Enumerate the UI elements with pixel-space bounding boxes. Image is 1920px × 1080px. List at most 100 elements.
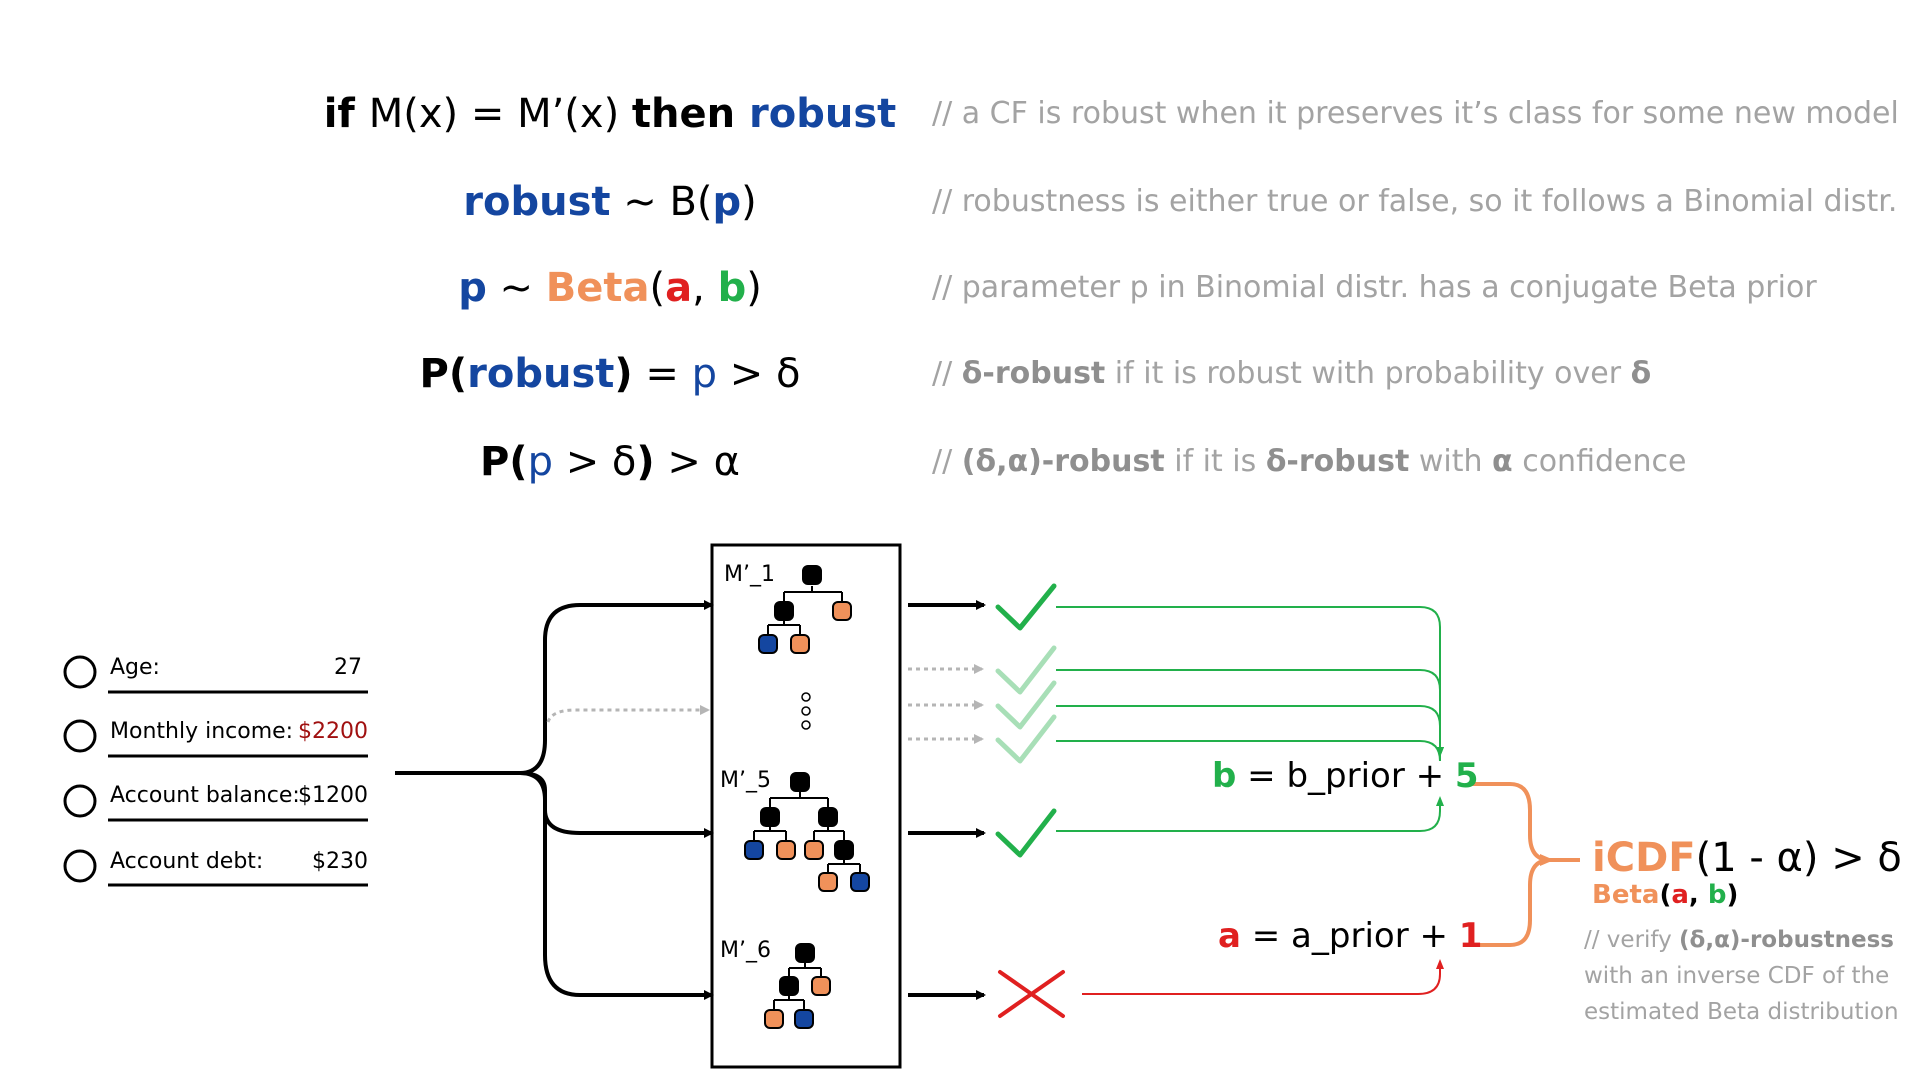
update-b-rest: = b_prior + — [1236, 756, 1455, 796]
note-part: (δ,α)-robustness — [1679, 927, 1894, 953]
equation-part: P( — [419, 351, 468, 397]
feature-radios — [63, 655, 368, 887]
radio-circle-income[interactable] — [63, 719, 97, 753]
icdf-expression: iCDF(1 - α) > δ — [1592, 834, 1902, 882]
icdf-name: iCDF — [1592, 835, 1696, 881]
equation-part: p — [527, 439, 553, 485]
input-branch-arrows — [395, 600, 714, 1000]
equation-part: then — [631, 91, 750, 137]
equation-comment-2: // robustness is either true or false, s… — [932, 182, 1897, 222]
equation-part: Beta — [545, 265, 650, 311]
update-a-equation: a = a_prior + 1 — [1218, 916, 1482, 956]
feature-label-age: Age: — [110, 655, 160, 680]
model-label-5: M’_5 — [720, 768, 771, 793]
icdf-subscript: Beta(a, b) — [1592, 880, 1738, 910]
orange-merge-brace — [1470, 782, 1580, 947]
radio-circle-debt[interactable] — [63, 849, 97, 883]
icdf-sub-comma: , — [1688, 880, 1708, 910]
equation-part: b — [717, 265, 747, 311]
equation-row-2: robust ~ B(p) — [290, 178, 930, 226]
tree-model-6 — [764, 943, 831, 1029]
equation-row-5: P(p > δ) > α — [290, 438, 930, 486]
check-mark-icon-faded — [995, 714, 1057, 764]
radio-circle-balance[interactable] — [63, 784, 97, 818]
model-ellipsis — [801, 692, 811, 730]
feature-label-balance: Account balance: — [110, 783, 300, 808]
equation-part: ~ B( — [610, 179, 713, 225]
comment-part: // a CF is robust when it preserves it’s… — [932, 96, 1899, 131]
comment-part: with — [1409, 444, 1493, 479]
icdf-sub-open: ( — [1659, 880, 1672, 910]
feature-value-balance: $1200 — [298, 783, 368, 808]
comment-part: if it is — [1164, 444, 1266, 479]
tree-model-5 — [744, 772, 870, 892]
comment-part: δ-robust — [1265, 444, 1410, 479]
cross-mark-icon — [998, 970, 1065, 1018]
model-ensemble-box — [710, 543, 902, 1069]
equation-part: M(x) = M’(x) — [368, 91, 632, 137]
check-mark-icon — [995, 583, 1057, 631]
icdf-note: // verify (δ,α)-robustness with an inver… — [1584, 922, 1914, 1030]
equation-part: if — [323, 91, 369, 137]
update-b-equation: b = b_prior + 5 — [1212, 756, 1479, 796]
comment-part: (δ,α)-robust — [961, 444, 1165, 479]
update-b-var: b — [1212, 756, 1237, 796]
green-count-lines — [1056, 606, 1444, 832]
tree-model-1 — [758, 565, 852, 654]
dotted-arrow-hidden-models — [546, 705, 710, 723]
comment-part: confidence — [1512, 444, 1687, 479]
comment-part: // — [932, 444, 962, 479]
dotted-output-arrows — [908, 664, 984, 744]
icdf-sub-a: a — [1671, 880, 1689, 910]
equation-part: ) — [746, 265, 762, 311]
check-mark-icon-faded — [995, 645, 1057, 695]
comment-part: δ — [1630, 356, 1652, 391]
update-a-count: 1 — [1458, 916, 1483, 956]
output-arrows — [908, 600, 986, 1000]
model-label-1: M’_1 — [724, 562, 775, 587]
radio-circle-age[interactable] — [63, 655, 97, 689]
feature-value-age: 27 — [334, 655, 362, 680]
update-b-count: 5 — [1454, 756, 1479, 796]
equation-part: ~ — [486, 265, 546, 311]
comment-part: δ-robust — [961, 356, 1106, 391]
equation-part: > α — [654, 439, 740, 485]
feature-value-debt: $230 — [312, 849, 368, 874]
model-label-6: M’_6 — [720, 938, 771, 963]
equation-part: ) — [614, 351, 633, 397]
equation-part: robust — [467, 351, 615, 397]
note-part: // verify — [1584, 927, 1680, 953]
equation-part: robust — [749, 91, 897, 137]
check-mark-icon — [995, 808, 1057, 858]
equation-part: a — [665, 265, 693, 311]
check-mark-icon-faded — [995, 680, 1057, 730]
equation-row-4: P(robust) = p > δ — [290, 350, 930, 398]
equation-part: , — [692, 265, 718, 311]
equation-part: robust — [463, 179, 611, 225]
equation-part: P( — [479, 439, 528, 485]
equation-row-1: if M(x) = M’(x) then robust — [290, 90, 930, 138]
comment-part: α — [1492, 444, 1513, 479]
equation-comment-1: // a CF is robust when it preserves it’s… — [932, 94, 1899, 134]
red-count-line — [1082, 959, 1444, 995]
comment-part: // parameter p in Binomial distr. has a … — [932, 270, 1817, 305]
equation-part: ) — [741, 179, 757, 225]
equation-row-3: p ~ Beta(a, b) — [290, 264, 930, 312]
icdf-sub-close: ) — [1726, 880, 1739, 910]
equation-comment-5: // (δ,α)-robust if it is δ-robust with α… — [932, 442, 1686, 482]
equation-part: p — [691, 351, 718, 397]
icdf-expr: (1 - α) > δ — [1695, 835, 1902, 881]
equation-part: > δ — [552, 439, 637, 485]
comment-part: if it is robust with probability over — [1105, 356, 1631, 391]
icdf-sub-b: b — [1707, 880, 1727, 910]
equation-part: p — [712, 179, 742, 225]
equation-comment-3: // parameter p in Binomial distr. has a … — [932, 268, 1817, 308]
equation-part: = — [632, 351, 692, 397]
feature-value-income: $2200 — [298, 719, 368, 744]
equation-part: > δ — [717, 351, 801, 397]
feature-label-income: Monthly income: — [110, 719, 294, 744]
equation-comment-4: // δ-robust if it is robust with probabi… — [932, 354, 1651, 394]
equation-part: ) — [636, 439, 655, 485]
feature-label-debt: Account debt: — [110, 849, 264, 874]
